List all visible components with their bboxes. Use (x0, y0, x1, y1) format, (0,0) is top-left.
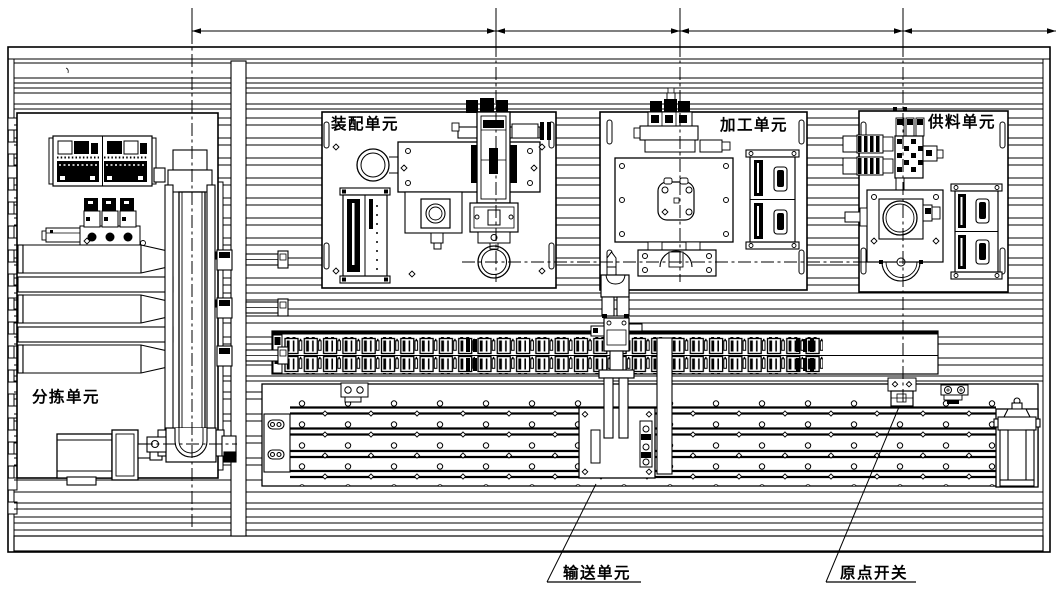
assembly-main-plate (397, 141, 541, 193)
leader-line-conveying (546, 483, 597, 583)
supply-manifold (894, 117, 944, 193)
center-lines (140, 8, 940, 530)
processing-rotary-table (637, 241, 717, 277)
dimension-arrows (192, 28, 1056, 34)
assembly-ring (356, 148, 398, 182)
supply-rotary (844, 189, 944, 282)
rail-drive-motor (993, 397, 1041, 488)
callout-conveying: 输送单元 (546, 483, 641, 583)
drag-chain-dark-links (466, 339, 814, 371)
valve-group (41, 198, 146, 247)
rail-slider (578, 377, 656, 479)
sorting-unit-label: 分拣单元 (32, 387, 100, 406)
chain-fixed-bracket-column (656, 337, 673, 475)
gripper (600, 274, 630, 318)
processing-valve-stack (633, 87, 731, 153)
origin-switch (887, 377, 917, 407)
supply-rack (950, 183, 1003, 280)
sorting-unit: 分拣单元 (16, 112, 219, 486)
rail-sensor-left (340, 382, 369, 403)
supply-unit-label: 供料单元 (927, 112, 996, 131)
drag-chain-row-bottom (283, 355, 823, 374)
assembly-rack (339, 187, 391, 284)
dimension-lines (191, 8, 1056, 44)
processing-unit-label: 加工单元 (719, 115, 788, 134)
processing-unit: 加工单元 (599, 87, 808, 291)
supply-unit: 供料单元 (842, 107, 1009, 293)
processing-rack (745, 149, 800, 250)
sorting-chutes (17, 244, 174, 374)
frame-slot-tabs (7, 117, 18, 515)
drag-chain-row-top (283, 336, 823, 355)
assembly-unit: 装配单元 (321, 98, 557, 289)
table-column-left (230, 60, 247, 537)
rail-left-end (263, 413, 291, 473)
processing-main-plate (614, 157, 734, 243)
conveying-manipulator (578, 251, 656, 479)
belt-drive-motor (56, 429, 163, 486)
terminal-box (48, 135, 157, 187)
assembly-stage (404, 191, 463, 250)
sensor-pair-bracket (940, 384, 969, 404)
assembly-manipulator (451, 98, 551, 250)
origin-switch-label: 原点开关 (840, 563, 908, 582)
supply-side-cylinders (842, 134, 894, 176)
conveying-unit-label: 输送单元 (563, 563, 631, 582)
chain-carriage (590, 317, 635, 379)
callout-origin-switch: 原点开关 (825, 406, 916, 583)
conveyor-mounting-arms (216, 249, 289, 367)
leader-line-origin-switch (825, 406, 900, 583)
assembly-unit-label: 装配单元 (330, 114, 399, 133)
